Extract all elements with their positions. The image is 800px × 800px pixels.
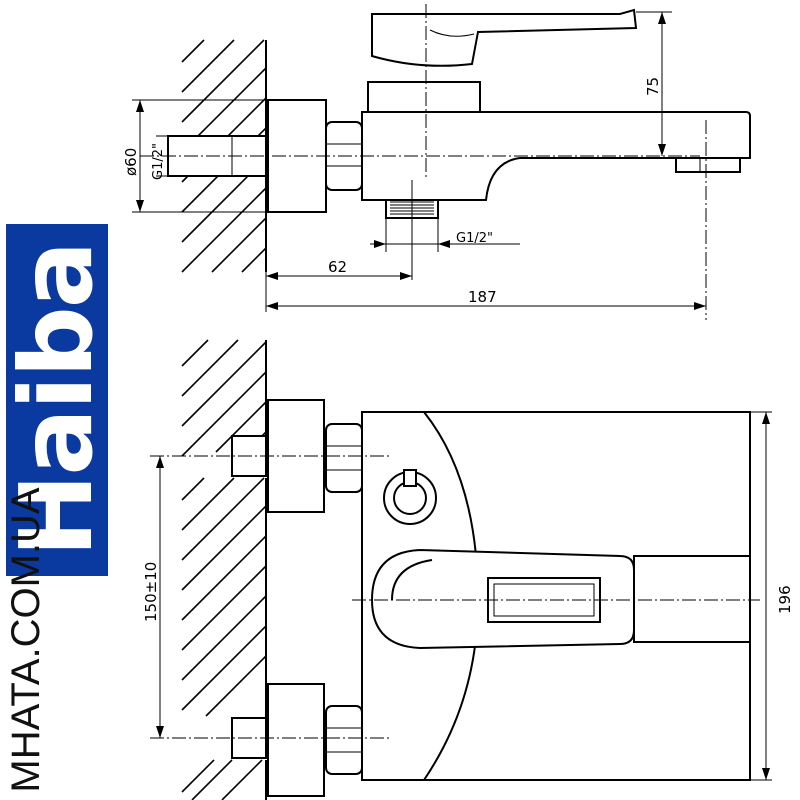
- brand-logo-box: [6, 224, 108, 576]
- wall-hatch-top: [181, 39, 267, 273]
- dim-length-187: 187: [468, 288, 497, 306]
- dim-diameter-60: ø60: [122, 148, 140, 176]
- dim-height-75: 75: [644, 77, 662, 96]
- dim-thread-bottom: G1/2": [456, 231, 493, 246]
- wall-hatch-middle: [181, 477, 267, 720]
- plan-view: [150, 339, 772, 800]
- dim-spacing: 150±10: [142, 562, 160, 622]
- dim-width-196: 196: [776, 585, 794, 614]
- dim-thread-left: G1/2": [151, 143, 166, 180]
- wall-hatch-upper: [181, 339, 267, 460]
- wall-hatch-lower: [181, 759, 267, 800]
- side-view: [132, 4, 751, 320]
- dim-length-62: 62: [328, 258, 347, 276]
